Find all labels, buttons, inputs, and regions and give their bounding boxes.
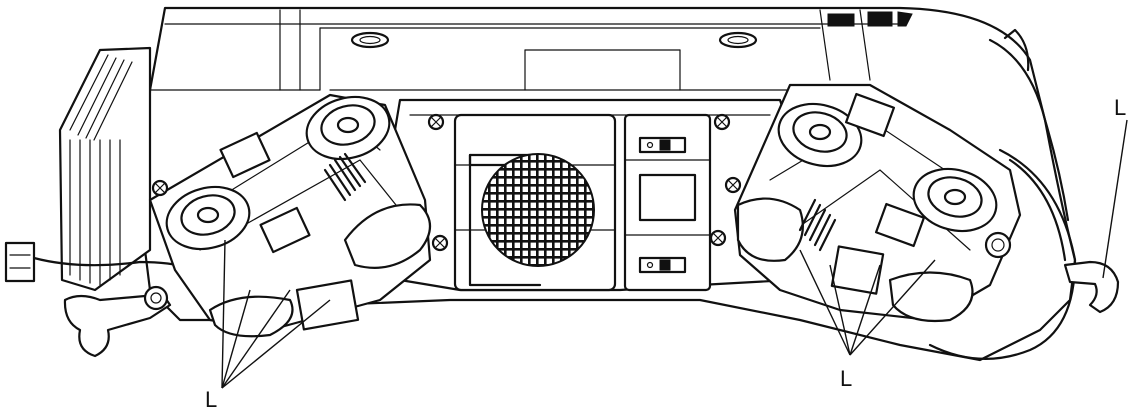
callout-left-truck: L xyxy=(205,239,331,411)
callout-right-truck: L xyxy=(799,249,936,391)
callout-label-coupler: L xyxy=(1114,95,1126,120)
switch-panel xyxy=(623,113,712,292)
right-truck xyxy=(733,83,1022,323)
callout-label-right: L xyxy=(840,366,852,391)
left-truck xyxy=(148,93,448,338)
rear-diaphragm xyxy=(58,46,152,292)
mounting-screws xyxy=(151,113,742,252)
callout-label-left: L xyxy=(205,387,217,411)
speaker-assembly xyxy=(453,113,617,292)
callout-right-coupler: L xyxy=(1102,95,1128,279)
front-coupler xyxy=(928,148,1120,360)
